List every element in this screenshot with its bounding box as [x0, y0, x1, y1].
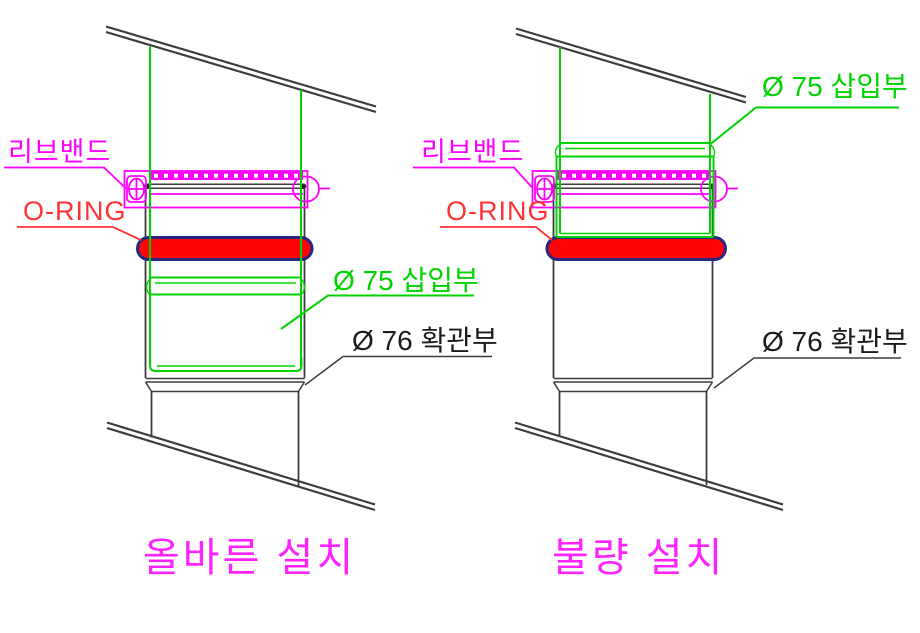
right-insert-pipe: [554, 47, 716, 238]
bead-bulge: [145, 278, 151, 296]
right-callouts: 리브밴드 O-RING Ø 75 삽입부 Ø 76 확관부: [413, 71, 908, 389]
o-ring-leader: [440, 226, 553, 241]
bead-bulge: [709, 143, 716, 157]
insert-leader: [280, 294, 474, 330]
left-lower-slab: [106, 421, 376, 512]
insert-dim-label: Ø 75 삽입부: [762, 71, 908, 102]
right-upper-slab: [515, 27, 747, 104]
rib-band-leader: [413, 166, 534, 190]
o-ring-seal: [136, 236, 314, 261]
band-body: [123, 170, 309, 209]
o-ring-label: O-RING: [23, 196, 127, 226]
o-ring-leader: [17, 226, 142, 241]
o-ring-seal: [545, 236, 727, 261]
insert-end: [149, 358, 303, 372]
slab-line: [515, 27, 747, 99]
right-expanded-pipe: [551, 183, 715, 485]
expand-dim-label: Ø 76 확관부: [762, 326, 908, 357]
bead-bulge: [300, 278, 306, 296]
screw-housing: [126, 175, 147, 203]
left-caption: 올바른 설치: [143, 536, 356, 580]
left-rib-band: [123, 170, 330, 209]
slab-line: [515, 32, 747, 104]
pipe-taper: [144, 381, 153, 392]
slab-line: [106, 421, 376, 506]
slab-line: [105, 30, 377, 114]
pipe-taper: [297, 381, 306, 392]
insert-dim-label: Ø 75 삽입부: [333, 265, 479, 296]
screw-housing: [534, 175, 555, 203]
screw-icon: [126, 175, 147, 203]
screw-head: [128, 177, 145, 201]
bead-bulge: [554, 143, 561, 157]
expand-leader: [304, 355, 492, 386]
band-body: [531, 170, 717, 209]
slab-line: [514, 426, 784, 512]
expand-dim-label: Ø 76 확관부: [352, 325, 498, 356]
screw-icon: [534, 175, 555, 203]
right-diagram: 리브밴드 O-RING Ø 75 삽입부 Ø 76 확관부 불량 설치: [413, 27, 908, 580]
insert-leader: [709, 106, 899, 145]
slab-line: [105, 25, 377, 108]
rib-band-leader: [4, 166, 127, 190]
rib-band-label: 리브밴드: [421, 137, 524, 167]
pipe-taper: [705, 381, 714, 392]
rib-band-label: 리브밴드: [8, 137, 111, 167]
left-upper-slab: [105, 25, 377, 114]
left-callouts: 리브밴드 O-RING Ø 75 삽입부 Ø 76 확관부: [4, 137, 498, 386]
pipe-taper: [552, 381, 561, 392]
left-insert-pipe: [145, 46, 306, 372]
right-rib-band: [531, 170, 738, 209]
expand-leader: [713, 357, 901, 389]
slab-line: [514, 421, 784, 506]
screw-head: [536, 177, 553, 201]
left-diagram: 리브밴드 O-RING Ø 75 삽입부 Ø 76 확관부 올바른 설치: [4, 25, 498, 580]
o-ring-label: O-RING: [446, 196, 550, 226]
right-caption: 불량 설치: [552, 536, 725, 580]
slab-line: [106, 426, 376, 512]
rim-end-dot: [300, 183, 307, 190]
right-lower-slab: [514, 421, 784, 512]
